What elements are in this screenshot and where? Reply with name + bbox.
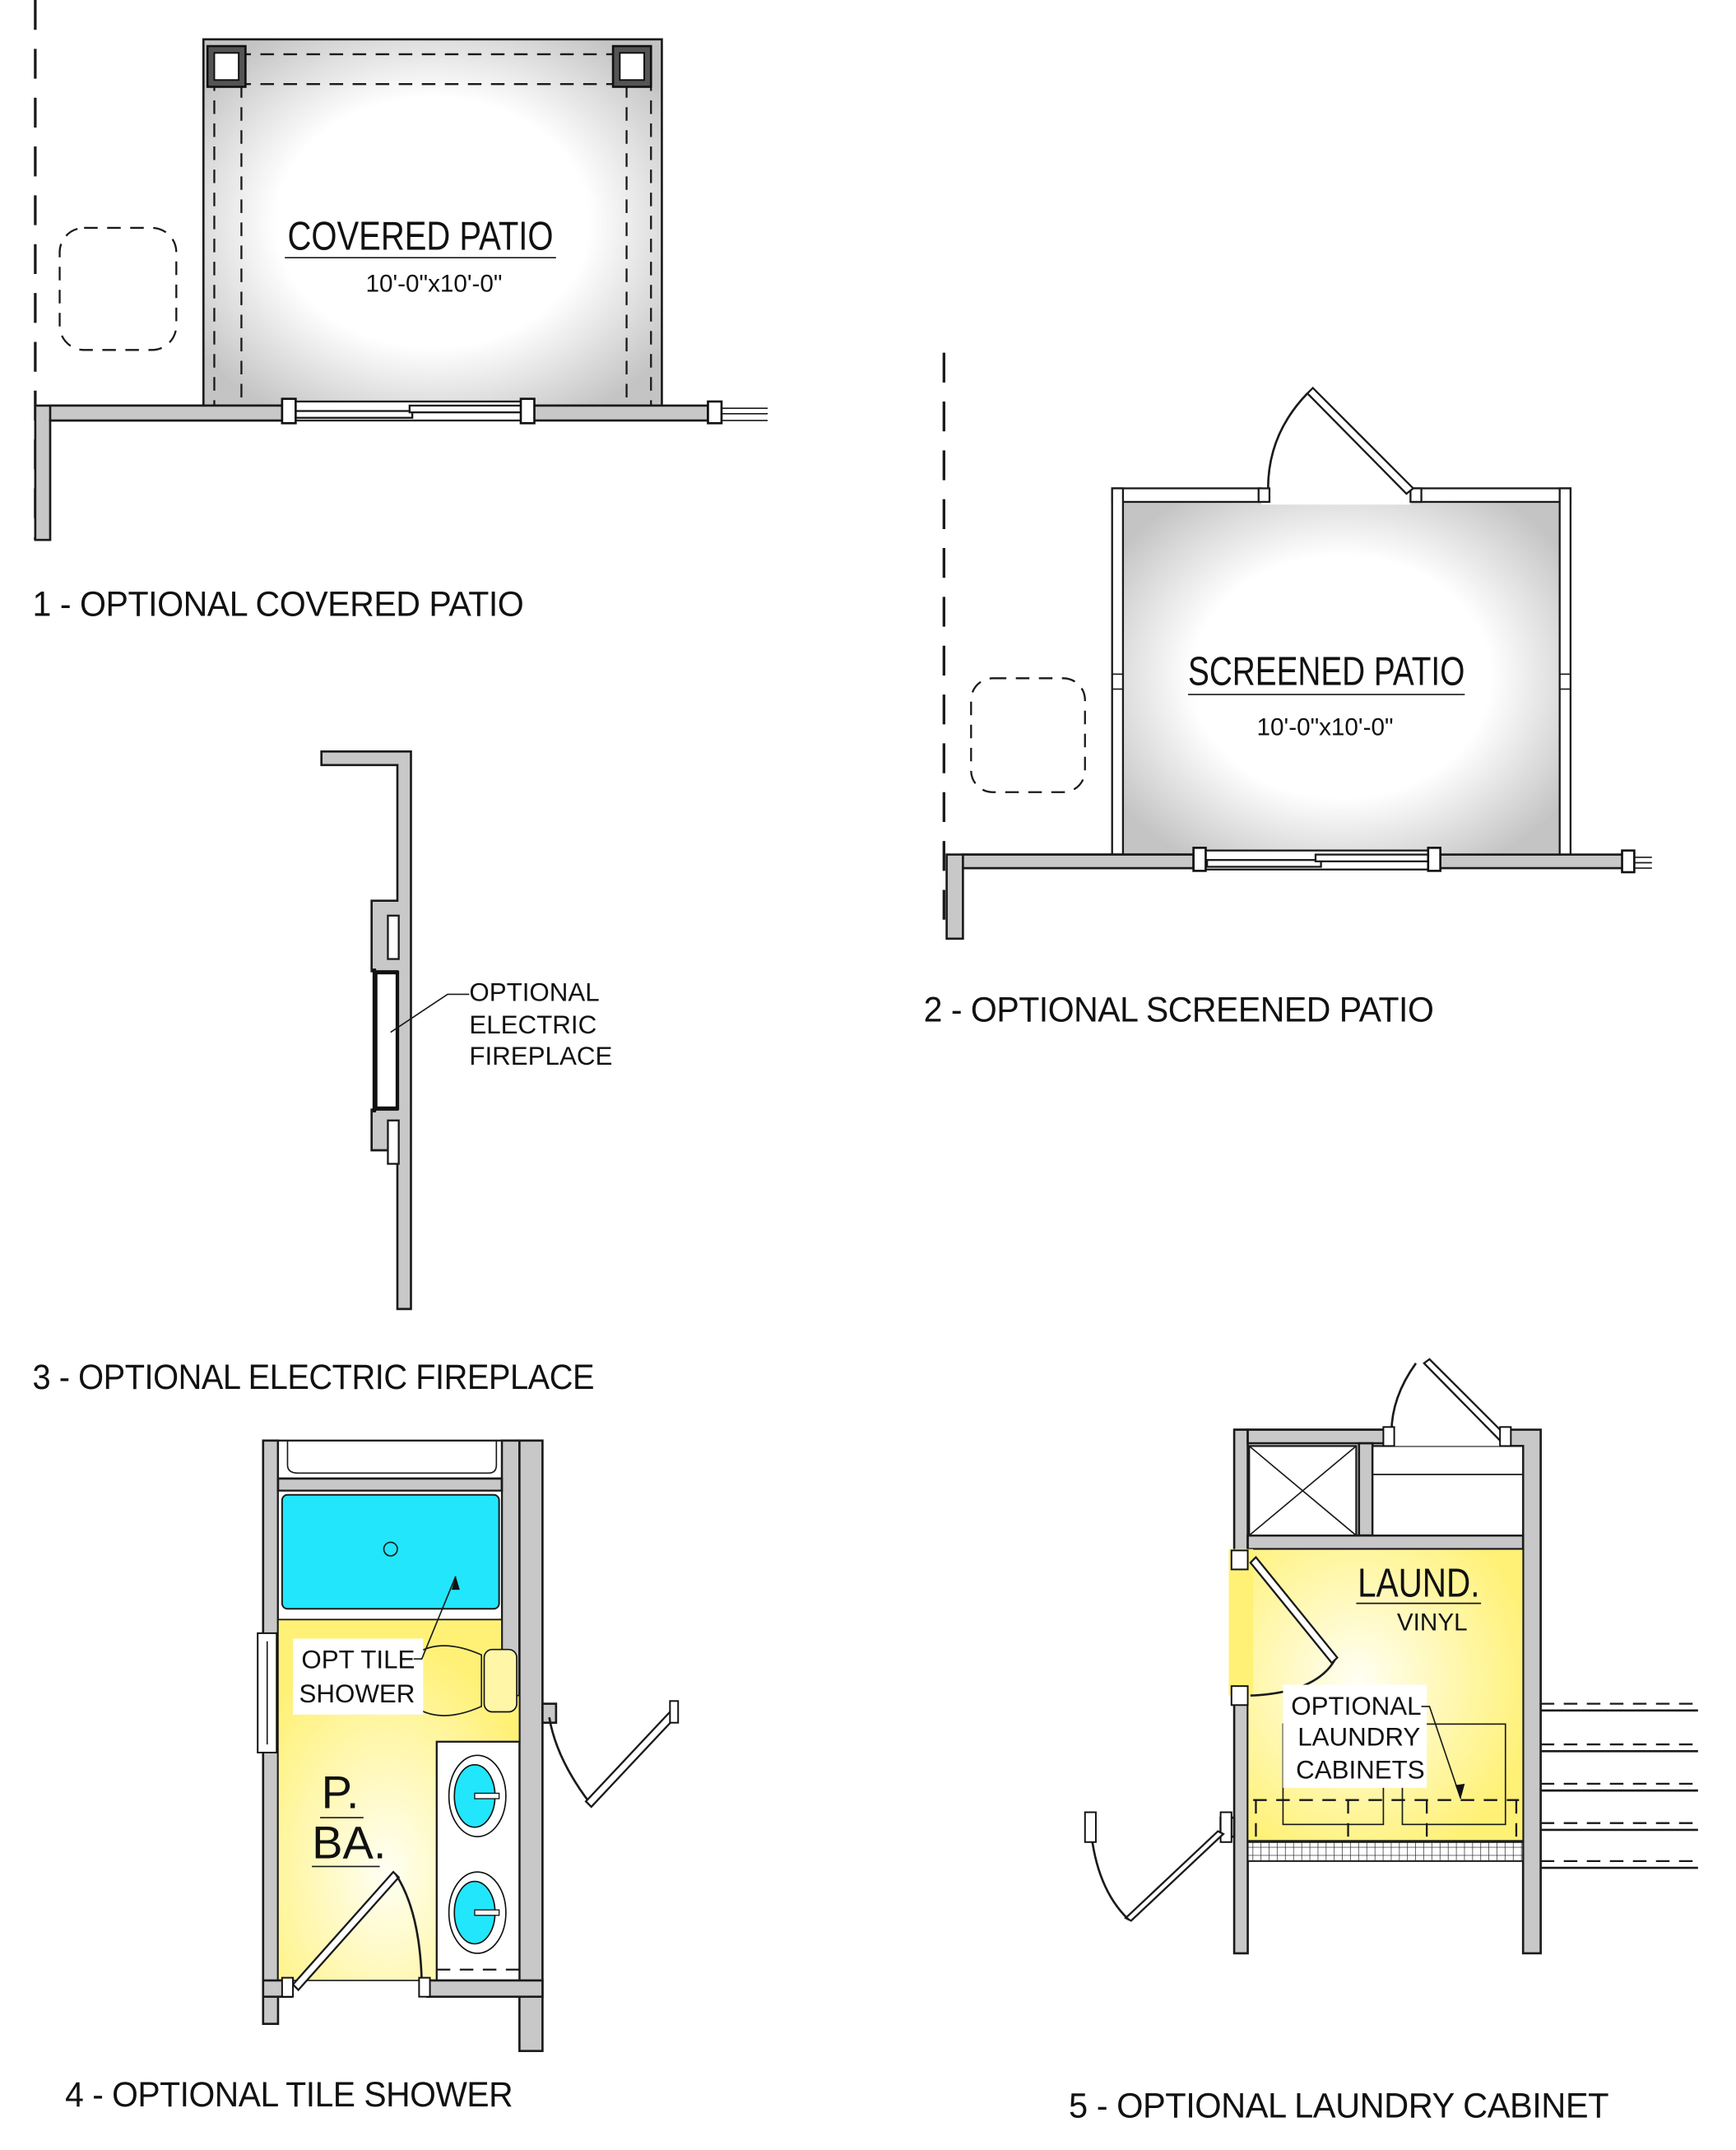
section-4-tile-shower: OPT TILE SHOWER P. BA. 4 - OPTIONAL TILE… xyxy=(65,1439,680,2115)
swing-door-icon xyxy=(1084,1811,1236,1922)
sliding-door-icon xyxy=(1192,847,1441,872)
swing-door-icon xyxy=(541,1700,680,1809)
room-label-line2: BA. xyxy=(312,1817,386,1869)
room-dimensions: 10'-0"x10'-0" xyxy=(1257,714,1394,741)
sink-icon xyxy=(448,1754,507,1838)
room-label: SCREENED PATIO xyxy=(1188,649,1464,694)
section-title: 5 - OPTIONAL LAUNDRY CABINET xyxy=(1069,2086,1608,2125)
section-1-covered-patio: COVERED PATIO 10'-0"x10'-0" 1 - OPTIONAL… xyxy=(33,0,768,624)
callout-line-3: CABINETS xyxy=(1296,1755,1425,1784)
callout-line-1: OPT TILE xyxy=(301,1646,415,1674)
window-icon xyxy=(257,1632,278,1753)
section-title: 3 - OPTIONAL ELECTRIC FIREPLACE xyxy=(33,1358,594,1397)
window-icon xyxy=(1621,849,1652,874)
section-3-electric-fireplace: OPTIONAL ELECTRIC FIREPLACE 3 - OPTIONAL… xyxy=(33,750,612,1397)
sink-icon xyxy=(448,1871,507,1954)
section-title: 4 - OPTIONAL TILE SHOWER xyxy=(65,2075,513,2115)
callout-line-1: OPTIONAL xyxy=(469,978,599,1007)
shower-pan-icon xyxy=(281,1493,500,1610)
section-2-screened-patio: SCREENED PATIO 10'-0"x10'-0" 2 - OPTIONA… xyxy=(924,352,1652,1029)
floor-finish-label: VINYL xyxy=(1397,1609,1468,1637)
swing-door-icon xyxy=(1382,1358,1512,1447)
window-icon xyxy=(707,400,768,425)
callout-line-2: ELECTRIC xyxy=(469,1010,596,1039)
callout-line-2: SHOWER xyxy=(299,1679,415,1708)
room-dimensions: 10'-0"x10'-0" xyxy=(366,270,503,297)
section-title: 2 - OPTIONAL SCREENED PATIO xyxy=(924,990,1434,1029)
callout-line-1: OPTIONAL xyxy=(1291,1692,1421,1720)
callout-line-2: LAUNDRY xyxy=(1297,1723,1420,1752)
swing-door-icon xyxy=(1257,386,1423,505)
post-icon xyxy=(206,44,247,88)
room-label: LAUND. xyxy=(1358,1560,1479,1605)
room-label-line1: P. xyxy=(322,1767,360,1818)
chase-x-icon xyxy=(1248,1445,1358,1537)
fireplace-icon xyxy=(372,968,400,1112)
section-5-laundry-cabinet: LAUND. VINYL OPTIONAL LAUNDRY CABINETS 5… xyxy=(1069,1358,1698,2125)
sliding-door-icon xyxy=(281,397,536,425)
post-icon xyxy=(611,44,652,88)
callout-line-3: FIREPLACE xyxy=(469,1042,612,1070)
swing-door-icon xyxy=(281,1870,431,1998)
stairs-icon xyxy=(1540,1702,1698,1869)
section-title: 1 - OPTIONAL COVERED PATIO xyxy=(33,584,524,624)
room-label: COVERED PATIO xyxy=(287,213,553,258)
swing-door-icon xyxy=(1228,1549,1339,1707)
